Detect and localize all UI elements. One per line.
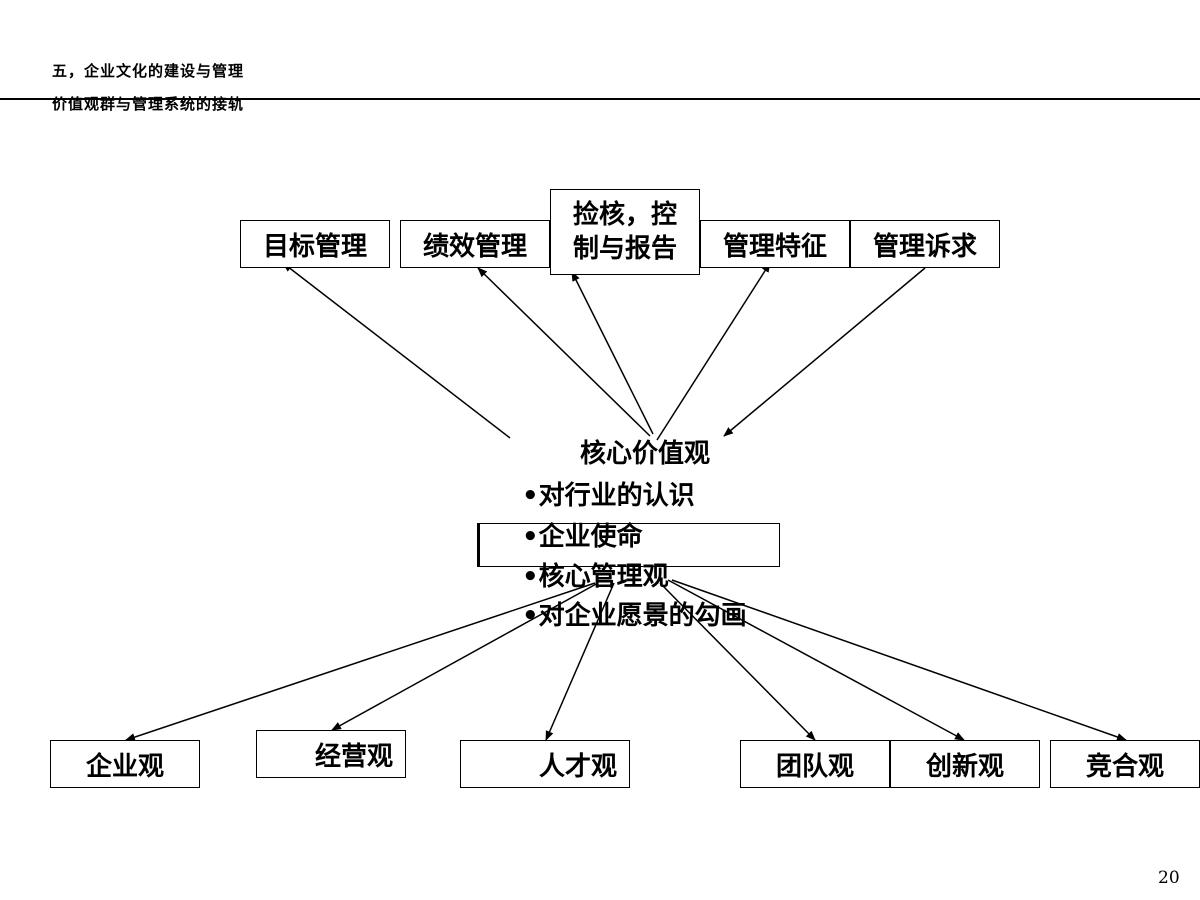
- arrow-to-innovation-view: [667, 579, 965, 741]
- header-divider: [0, 98, 1200, 100]
- box-goal-management: 目标管理: [240, 220, 390, 268]
- box-talent-view: 人才观: [460, 740, 630, 788]
- box-enterprise-view: 企业观: [50, 740, 200, 788]
- box-performance-management-label: 绩效管理: [422, 231, 527, 262]
- arrow-to-management-appeals: [723, 267, 926, 437]
- box-goal-management-label: 目标管理: [262, 231, 367, 262]
- arrow-to-enterprise-view: [125, 582, 596, 741]
- box-management-features-label: 管理特征: [722, 231, 827, 262]
- arrow-to-team-view: [659, 582, 816, 741]
- box-control-reporting: 捡核，控 制与报告: [550, 189, 700, 275]
- box-control-reporting-line2: 制与报告: [572, 234, 677, 264]
- box-business-view-label: 经营观: [314, 741, 393, 772]
- box-team-view: 团队观: [740, 740, 890, 788]
- box-management-features: 管理特征: [700, 220, 850, 268]
- arrow-to-business-view: [331, 582, 599, 731]
- box-team-view-label: 团队观: [775, 751, 854, 782]
- box-business-view: 经营观: [256, 730, 406, 778]
- box-management-appeals: 管理诉求: [850, 220, 1000, 268]
- box-talent-view-label: 人才观: [538, 751, 617, 782]
- box-management-appeals-label: 管理诉求: [872, 231, 977, 262]
- arrow-to-coopetition-view: [671, 579, 1127, 741]
- core-item-management-view: •核心管理观: [522, 562, 669, 592]
- slide-section-title: 五，企业文化的建设与管理: [52, 62, 245, 80]
- core-item-vision: •对企业愿景的勾画: [522, 601, 747, 631]
- core-item-mission: •企业使命: [522, 522, 643, 552]
- arrow-to-control-reporting: [571, 271, 654, 435]
- box-control-reporting-line1: 捡核，控: [572, 200, 677, 230]
- arrow-to-goal-management: [282, 262, 511, 439]
- box-enterprise-view-label: 企业观: [85, 751, 164, 782]
- core-item-industry-understanding: •对行业的认识: [522, 481, 695, 511]
- box-performance-management: 绩效管理: [400, 220, 550, 268]
- arrow-to-talent-view: [545, 582, 615, 741]
- box-innovation-view: 创新观: [890, 740, 1040, 788]
- box-coopetition-view: 竞合观: [1050, 740, 1200, 788]
- box-coopetition-view-label: 竞合观: [1085, 751, 1164, 782]
- arrow-to-performance-management: [477, 267, 651, 437]
- core-values-title: 核心价值观: [580, 439, 711, 469]
- box-innovation-view-label: 创新观: [925, 751, 1004, 782]
- arrow-to-management-features: [656, 262, 771, 441]
- page-number: 20: [1158, 868, 1180, 888]
- core-values-frame: [477, 523, 780, 567]
